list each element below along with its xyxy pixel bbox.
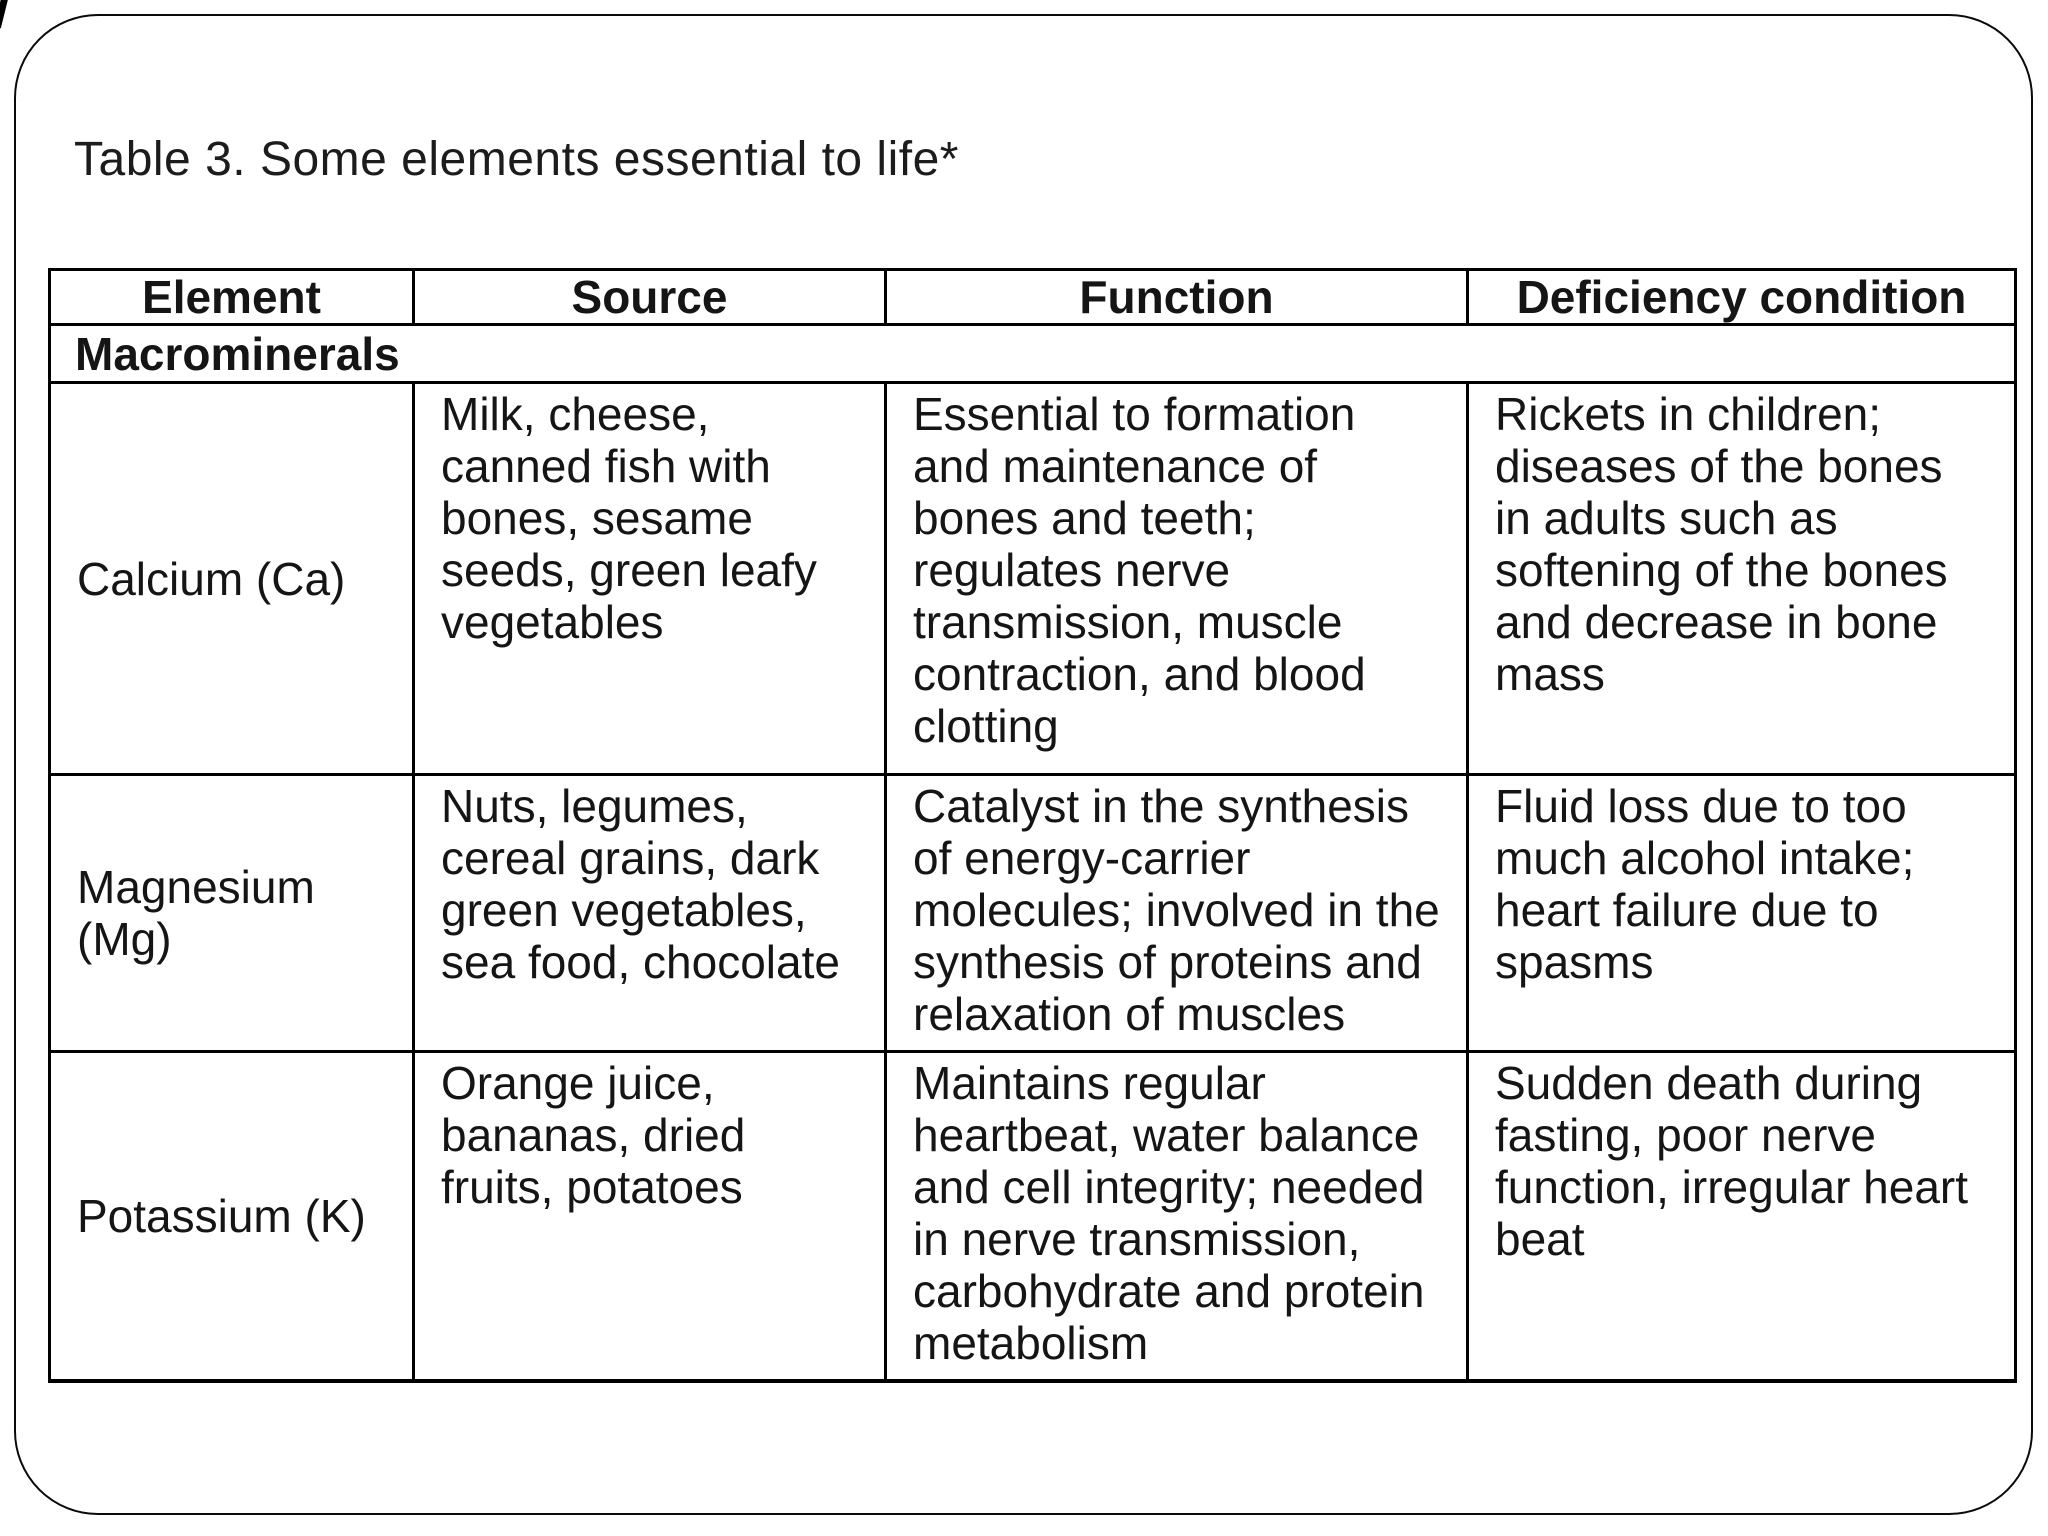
scan-corner-artifact [0,0,10,29]
column-header-element: Element [48,268,415,326]
cell-source: Orange juice, bananas, dried fruits, pot… [412,1050,887,1383]
cell-element: Potassium (K) [48,1050,415,1383]
table-row-potassium: Potassium (K) Orange juice, bananas, dri… [48,1050,2017,1383]
table-row-magnesium: Magnesium (Mg) Nuts, legumes, cereal gra… [48,773,2017,1053]
cell-element: Calcium (Ca) [48,381,415,776]
table-header-row: Element Source Function Deficiency condi… [48,268,2017,326]
section-header-label: Macrominerals [48,323,2017,384]
cell-function: Maintains regular heartbeat, water balan… [884,1050,1469,1383]
cell-deficiency: Rickets in children; diseases of the bon… [1466,381,2017,776]
column-header-deficiency: Deficiency condition [1466,268,2017,326]
table-row-calcium: Calcium (Ca) Milk, cheese, canned fish w… [48,381,2017,776]
column-header-function: Function [884,268,1469,326]
section-row-macrominerals: Macrominerals [48,323,2017,384]
slide-border-frame [14,14,2033,1515]
cell-deficiency: Fluid loss due to too much alcohol intak… [1466,773,2017,1053]
column-header-source: Source [412,268,887,326]
cell-source: Milk, cheese, canned fish with bones, se… [412,381,887,776]
cell-element: Magnesium (Mg) [48,773,415,1053]
cell-function: Essential to formation and maintenance o… [884,381,1469,776]
table-caption: Table 3. Some elements essential to life… [74,133,959,186]
cell-deficiency: Sudden death during fasting, poor nerve … [1466,1050,2017,1383]
cell-function: Catalyst in the synthesis of energy-carr… [884,773,1469,1053]
minerals-table: Element Source Function Deficiency condi… [48,268,2017,1383]
cell-source: Nuts, legumes, cereal grains, dark green… [412,773,887,1053]
